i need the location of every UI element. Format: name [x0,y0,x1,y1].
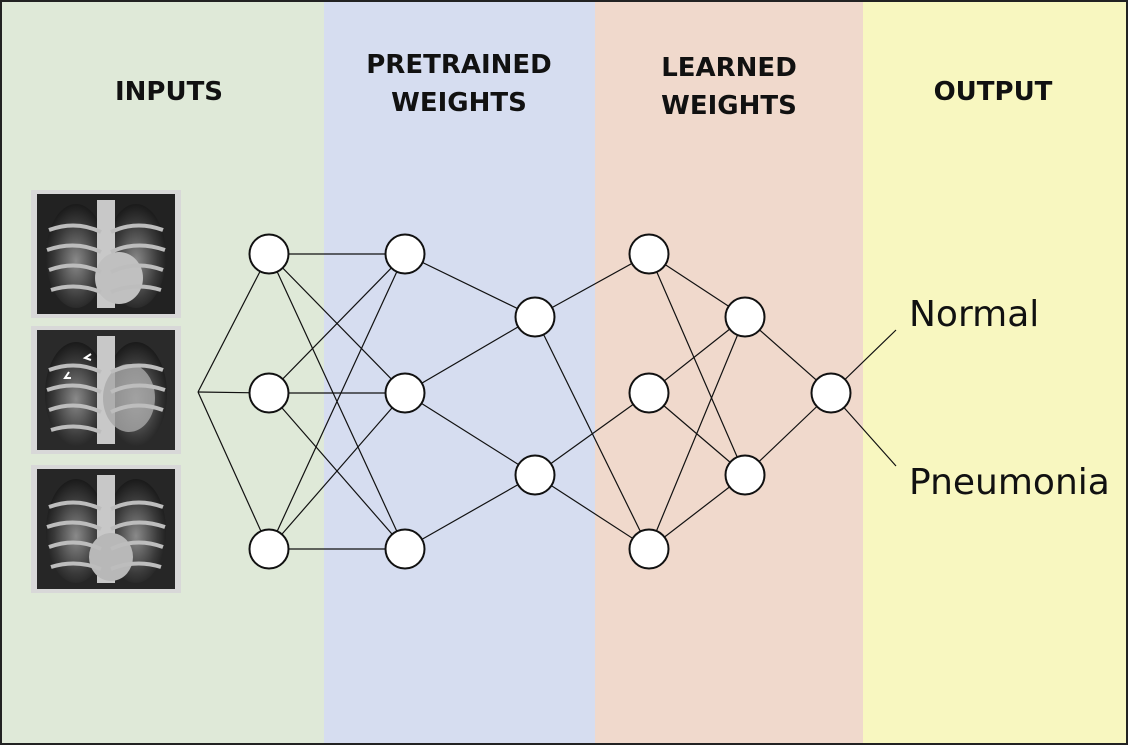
node-layer1-3 [248,528,290,570]
inputs-heading: INPUTS [115,77,223,107]
node-layer3-2 [514,454,556,496]
node-layer5-1 [724,296,766,338]
node-layer1-2 [248,372,290,414]
node-layer4-2 [628,372,670,414]
node-layer4-3 [628,528,670,570]
edge [268,392,406,550]
pretrained-heading-line1: PRETRAINED [366,50,552,80]
output-label-pneumonia: Pneumonia [909,462,1110,503]
xray-image-1 [31,190,181,318]
xray-image-3 [31,465,181,593]
edge [534,253,650,318]
edge [648,253,746,476]
node-layer2-3 [384,528,426,570]
panel-output [863,0,1128,745]
network-nodes [248,233,852,570]
panel-learned [595,0,863,745]
edge [534,392,650,476]
edge [404,316,536,394]
edge [404,253,536,318]
node-layer2-2 [384,372,426,414]
panel-pretrained [324,0,595,745]
edge [648,316,746,550]
learned-heading-line2: WEIGHTS [661,91,797,121]
edge-input-fan-top [197,253,270,393]
edge [268,253,406,394]
edge [268,253,406,550]
edge-input-fan-bottom [197,391,270,550]
edge [534,316,650,550]
node-layer2-1 [384,233,426,275]
node-layer5-2 [724,454,766,496]
node-layer4-1 [628,233,670,275]
edge [404,474,536,550]
learned-heading-line1: LEARNED [661,53,797,83]
output-label-normal: Normal [909,294,1039,335]
input-xray-images [31,190,181,593]
edge [404,392,536,476]
node-layer3-1 [514,296,556,338]
output-heading: OUTPUT [934,77,1053,107]
xray-image-2 [31,326,181,454]
edge [534,474,650,550]
pretrained-heading-line2: WEIGHTS [391,88,527,118]
node-output [810,372,852,414]
node-layer1-1 [248,233,290,275]
